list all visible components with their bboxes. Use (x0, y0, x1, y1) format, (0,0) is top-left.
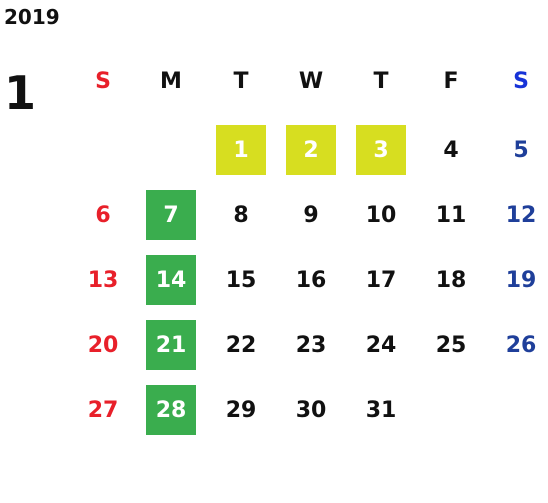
day-cell-7[interactable]: 7 (146, 190, 196, 240)
day-cell-19[interactable]: 19 (505, 267, 537, 293)
weekday-header-tuesday: T (233, 68, 249, 94)
day-cell-2[interactable]: 2 (286, 125, 336, 175)
day-cell-6[interactable]: 6 (95, 202, 111, 228)
day-cell-31[interactable]: 31 (365, 397, 397, 423)
day-cell-1[interactable]: 1 (216, 125, 266, 175)
empty-day-cell (496, 385, 546, 435)
day-cell-27[interactable]: 27 (87, 397, 119, 423)
year-label: 2019 (4, 5, 60, 29)
weekday-header-friday: F (443, 68, 459, 94)
day-cell-9[interactable]: 9 (303, 202, 319, 228)
weekday-header-wednesday: W (298, 68, 324, 94)
weekday-header-thursday: T (373, 68, 389, 94)
day-cell-15[interactable]: 15 (225, 267, 257, 293)
day-cell-22[interactable]: 22 (225, 332, 257, 358)
empty-day-cell (78, 125, 128, 175)
month-label: 1 (4, 66, 37, 120)
day-cell-30[interactable]: 30 (295, 397, 327, 423)
day-cell-3[interactable]: 3 (356, 125, 406, 175)
day-cell-18[interactable]: 18 (435, 267, 467, 293)
day-cell-25[interactable]: 25 (435, 332, 467, 358)
day-cell-12[interactable]: 12 (505, 202, 537, 228)
day-cell-13[interactable]: 13 (87, 267, 119, 293)
day-cell-20[interactable]: 20 (87, 332, 119, 358)
weekday-header-sunday: S (95, 68, 111, 94)
day-cell-26[interactable]: 26 (505, 332, 537, 358)
day-cell-14[interactable]: 14 (146, 255, 196, 305)
day-cell-5[interactable]: 5 (513, 137, 529, 163)
empty-day-cell (426, 385, 476, 435)
empty-day-cell (146, 125, 196, 175)
day-cell-28[interactable]: 28 (146, 385, 196, 435)
day-cell-8[interactable]: 8 (233, 202, 249, 228)
day-cell-10[interactable]: 10 (365, 202, 397, 228)
weekday-header-saturday: S (513, 68, 529, 94)
day-cell-17[interactable]: 17 (365, 267, 397, 293)
day-cell-11[interactable]: 11 (435, 202, 467, 228)
day-cell-21[interactable]: 21 (146, 320, 196, 370)
day-cell-23[interactable]: 23 (295, 332, 327, 358)
day-cell-24[interactable]: 24 (365, 332, 397, 358)
day-cell-4[interactable]: 4 (443, 137, 459, 163)
day-cell-16[interactable]: 16 (295, 267, 327, 293)
weekday-header-monday: M (160, 68, 182, 94)
day-cell-29[interactable]: 29 (225, 397, 257, 423)
